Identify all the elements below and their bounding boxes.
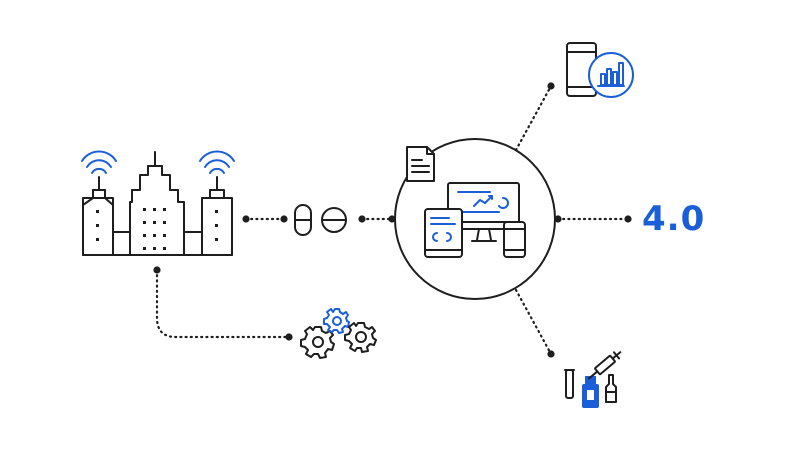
devices-dashboard-icon [424, 182, 526, 258]
connector-dot [547, 350, 555, 358]
connectors [153, 82, 632, 358]
hub-circle [394, 138, 556, 300]
connector-hub-to-phone [514, 84, 553, 152]
connector-dot [153, 266, 161, 274]
smartphone-analytics-icon [566, 42, 634, 98]
tablet-pill-icon [321, 207, 347, 233]
gears-icon [300, 308, 377, 359]
smart-city-buildings-icon [81, 150, 235, 256]
wifi-signal-icon [81, 150, 117, 174]
connector-dot [388, 215, 396, 223]
industry-4-0-label: 4.0 [642, 199, 706, 239]
connector-city-to-gears [155, 268, 291, 339]
pharma-vials-syringe-icon [564, 351, 622, 408]
connector-dot [242, 215, 250, 223]
connector-dot [554, 215, 562, 223]
wifi-signal-icon [199, 150, 235, 174]
connector-dot [624, 215, 632, 223]
connector-dot [358, 215, 366, 223]
connector-dot [285, 333, 293, 341]
connector-dot [280, 215, 288, 223]
pill-capsule-icon [294, 204, 312, 236]
document-icon [406, 146, 435, 182]
connector-dot [547, 82, 555, 90]
connector-hub-to-vials [514, 288, 553, 356]
building-windows [96, 208, 218, 250]
